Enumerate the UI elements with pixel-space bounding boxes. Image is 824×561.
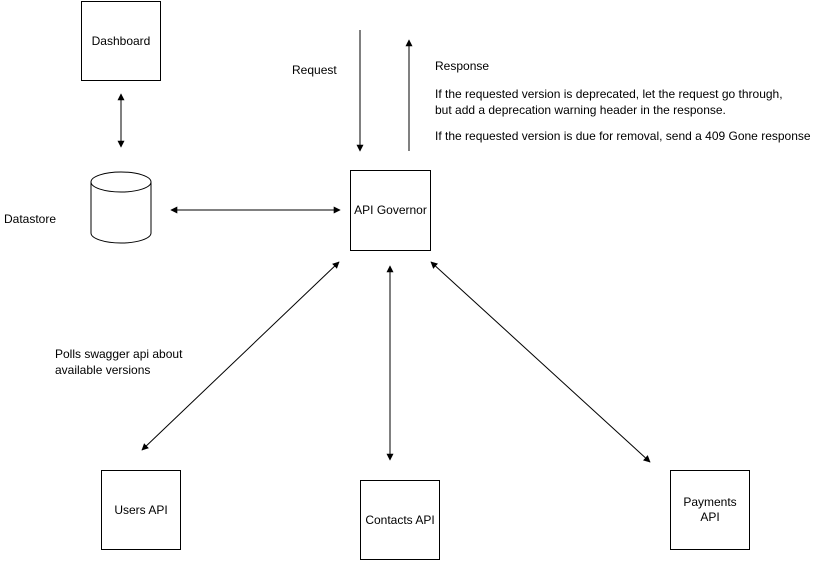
- payments-api-label-line2: API: [700, 510, 720, 524]
- removal-note: If the requested version is due for remo…: [435, 129, 811, 143]
- datastore-cylinder: [90, 171, 152, 244]
- governor-users-arrow: [141, 261, 340, 451]
- api-governor-label: API Governor: [354, 203, 427, 217]
- payments-api-label-line1: Payments: [683, 495, 737, 509]
- request-label: Request: [292, 63, 337, 77]
- users-api-label: Users API: [114, 502, 168, 517]
- contacts-api-box: Contacts API: [360, 480, 440, 560]
- datastore-label: Datastore: [4, 212, 57, 226]
- dashboard-box: Dashboard: [81, 1, 161, 81]
- dashboard-label: Dashboard: [91, 33, 151, 48]
- polls-note-line1: Polls swagger api about: [55, 347, 183, 361]
- users-api-box: Users API: [101, 470, 181, 550]
- polls-note-line2: available versions: [55, 362, 151, 377]
- response-label: Response: [435, 59, 490, 73]
- contacts-api-label: Contacts API: [365, 512, 435, 527]
- api-governor-box: API Governor: [350, 170, 431, 251]
- governor-payments-arrow: [430, 261, 651, 463]
- deprecation-note-line1: If the requested version is deprecated, …: [435, 87, 783, 101]
- polls-note: Polls swagger api about available versio…: [55, 347, 182, 378]
- payments-api-box: Payments API: [670, 470, 750, 550]
- deprecation-note: If the requested version is deprecated, …: [435, 87, 783, 118]
- deprecation-note-line2: but add a deprecation warning header in …: [435, 102, 726, 117]
